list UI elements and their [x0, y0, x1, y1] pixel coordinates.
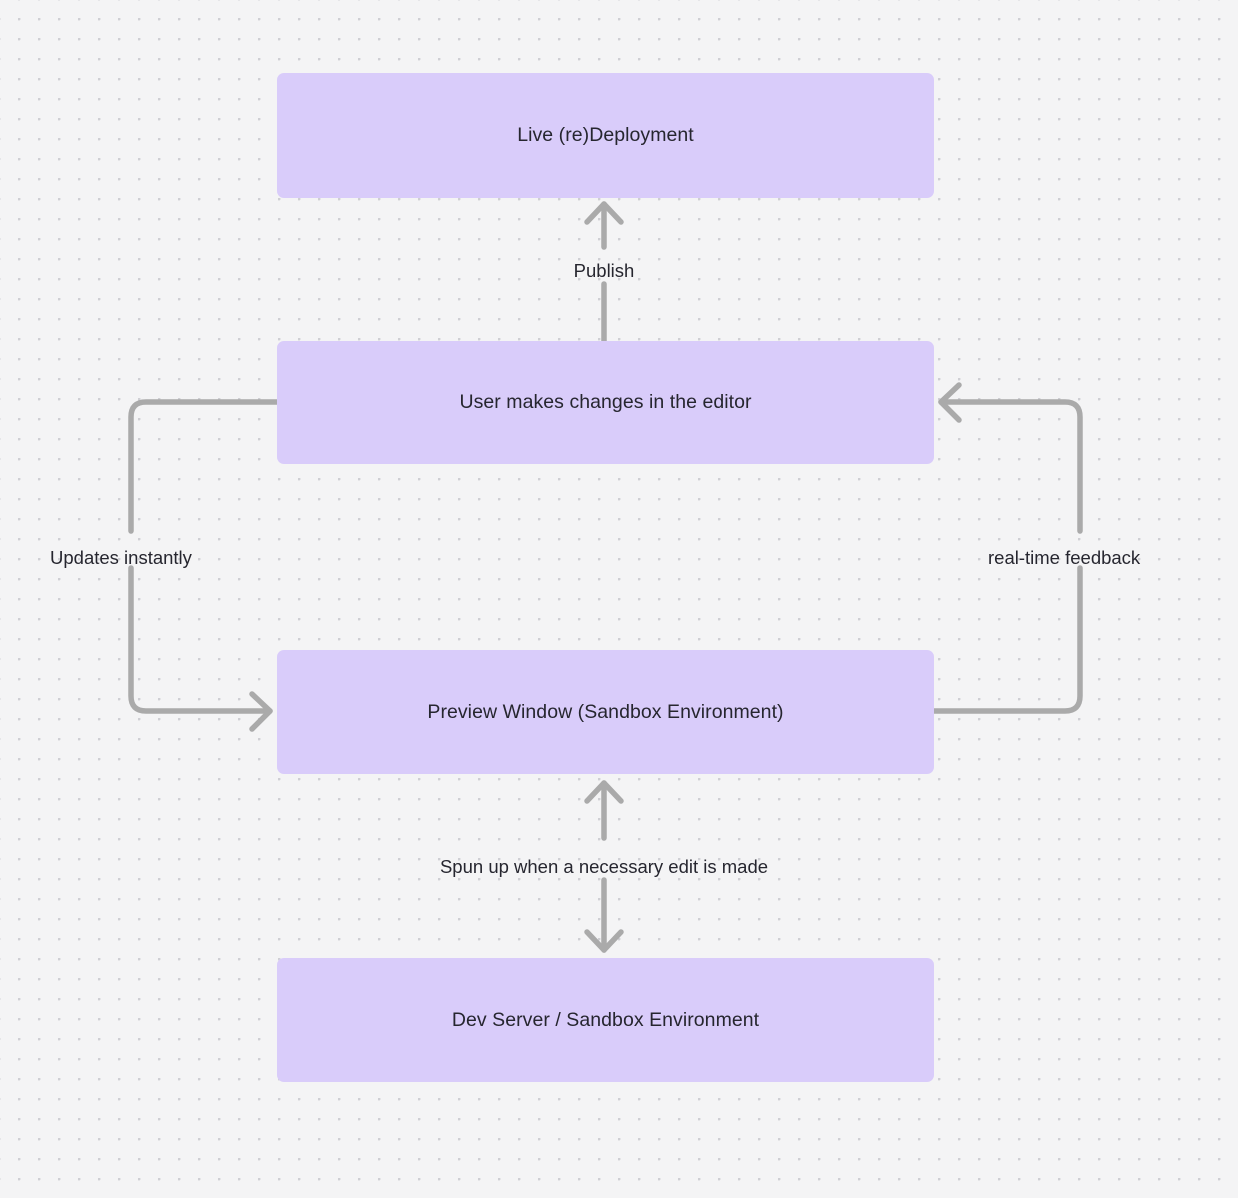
edge-updates-instantly-lower-segment [128, 565, 273, 714]
edge-real-time-feedback-arrowhead-icon [938, 382, 962, 423]
edge-label-real-time-feedback: real-time feedback [988, 547, 1141, 568]
edge-publish-arrowhead-icon [584, 201, 624, 225]
edge-updates-instantly-arrowhead-icon [249, 691, 273, 732]
edge-spun-up-arrowhead-up-icon [584, 780, 624, 804]
edge-spun-up-arrowhead-down-icon [584, 929, 624, 953]
edge-label-updates-instantly: Updates instantly [50, 547, 192, 568]
node-live-deployment-label: Live (re)Deployment [517, 124, 694, 147]
edge-real-time-feedback-upper-segment [938, 399, 1083, 534]
node-dev-server[interactable]: Dev Server / Sandbox Environment [277, 958, 934, 1082]
edge-label-publish: Publish [573, 260, 635, 281]
node-dev-server-label: Dev Server / Sandbox Environment [451, 1008, 760, 1031]
edge-updates-instantly-upper-segment [128, 399, 280, 534]
edge-label-spun-up: Spun up when a necessary edit is made [439, 856, 769, 877]
node-user-edits-label: User makes changes in the editor [459, 391, 752, 414]
node-preview-window-label: Preview Window (Sandbox Environment) [427, 700, 784, 723]
edge-real-time-feedback-lower-segment [931, 565, 1083, 714]
node-preview-window[interactable]: Preview Window (Sandbox Environment) [277, 650, 934, 774]
node-user-edits[interactable]: User makes changes in the editor [277, 341, 934, 464]
node-live-deployment[interactable]: Live (re)Deployment [277, 73, 934, 198]
